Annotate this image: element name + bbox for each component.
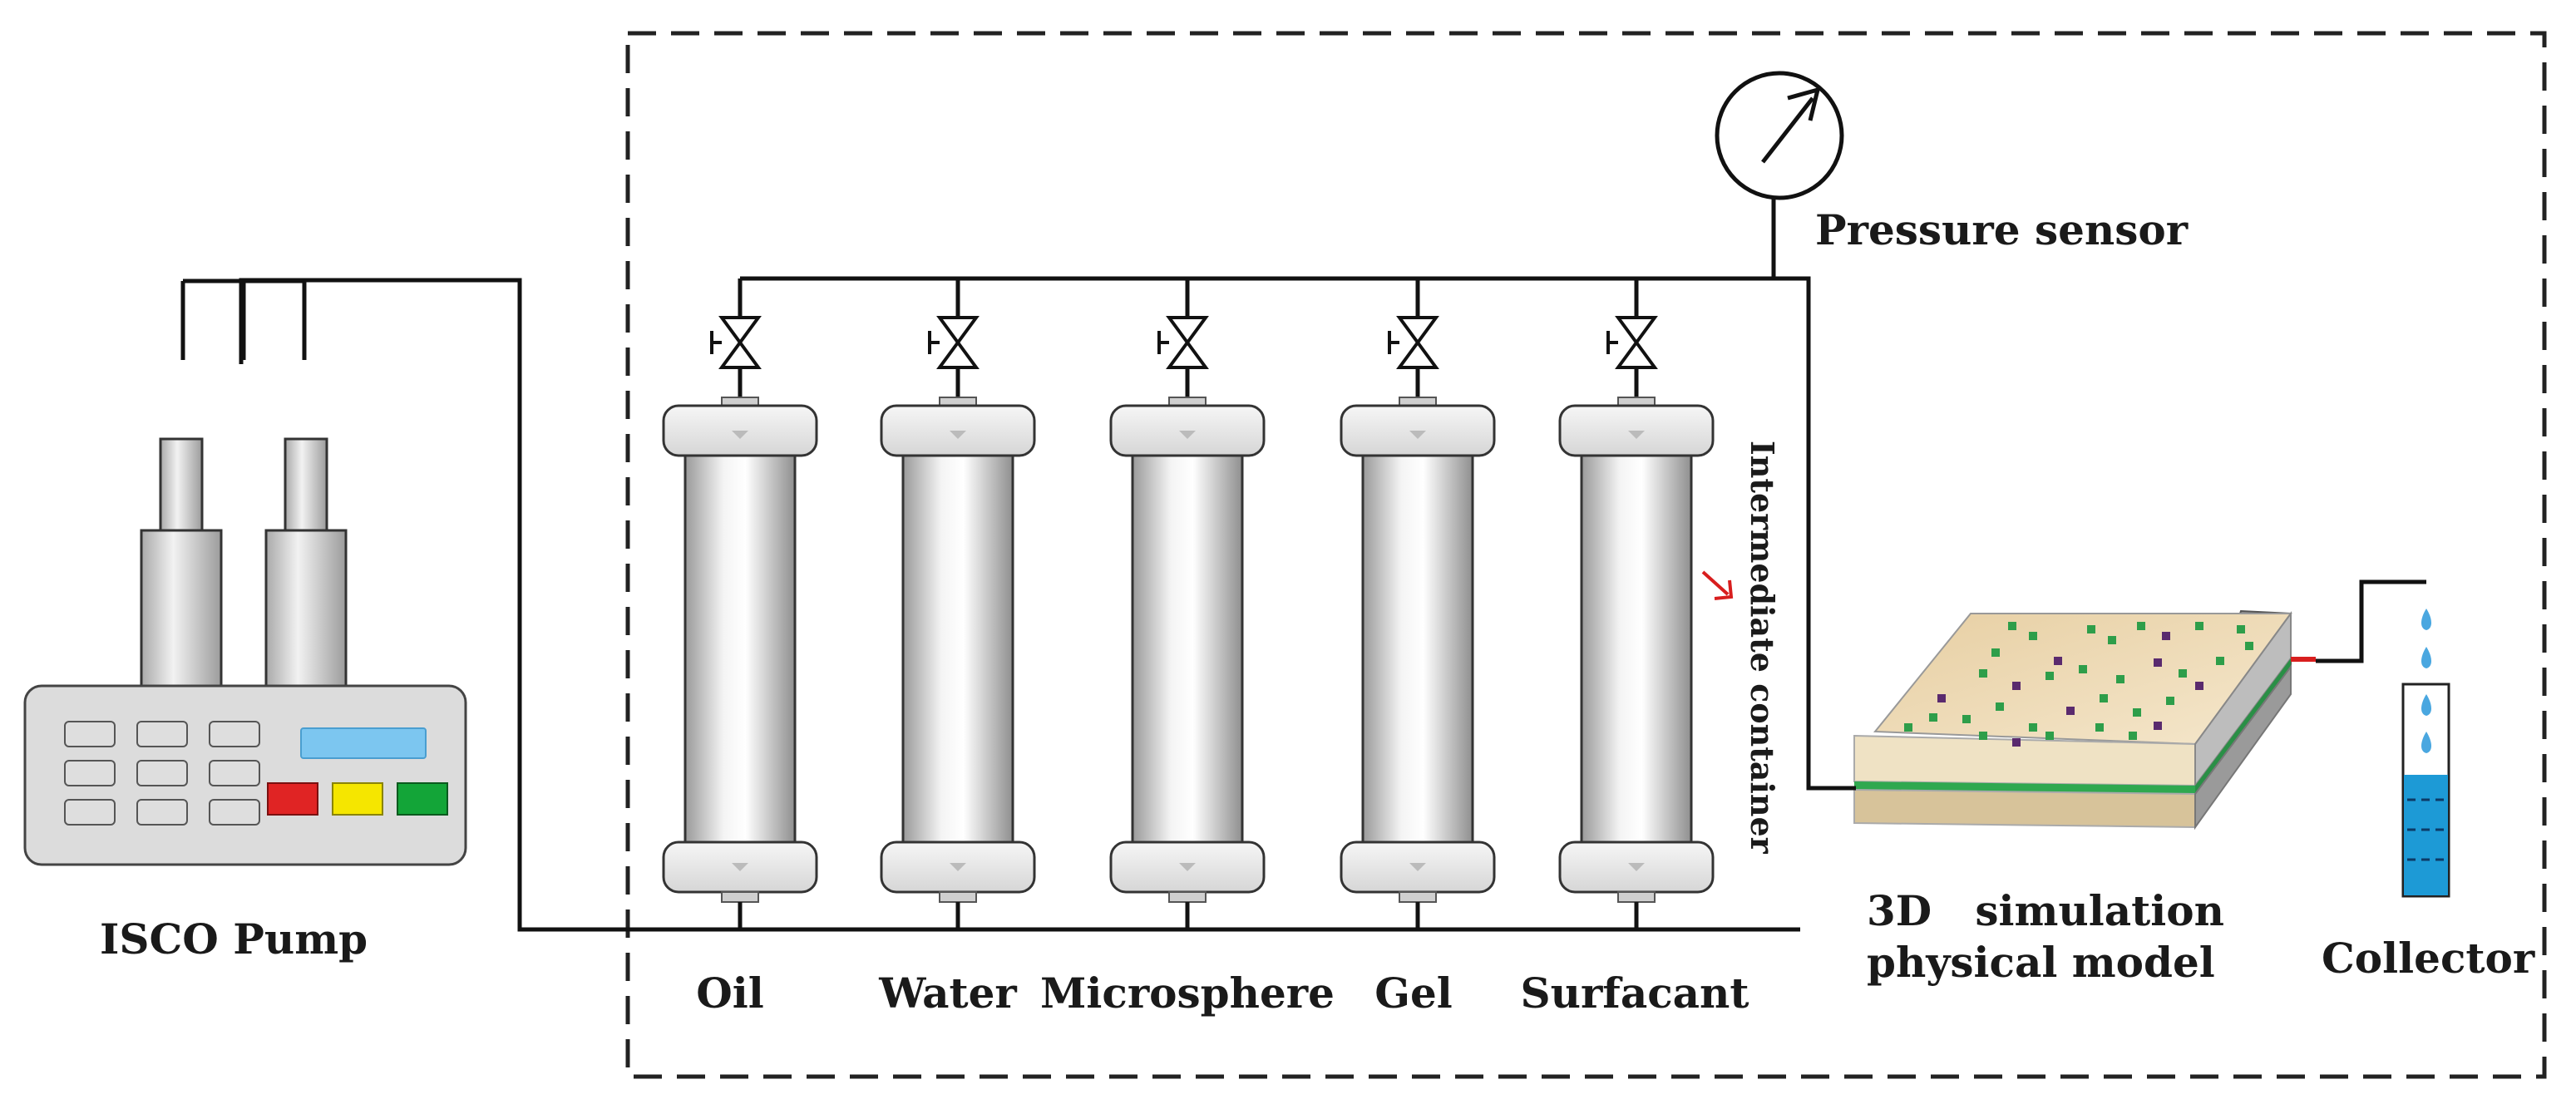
particle-dot <box>2079 665 2087 673</box>
model-label: 3D simulation physical model <box>1867 885 2224 988</box>
pump-keypad <box>64 721 260 826</box>
model-front-upper <box>1853 734 2196 787</box>
particle-dot <box>2012 682 2021 690</box>
particle-dot <box>2012 738 2021 747</box>
model-particles <box>1904 622 2253 747</box>
particle-dot <box>2108 636 2116 644</box>
pump-cylinder-right-body <box>264 529 348 690</box>
particle-dot <box>2054 657 2062 665</box>
pressure-gauge <box>1715 71 1844 200</box>
particle-dot <box>2029 632 2037 640</box>
particle-dot <box>2154 658 2162 667</box>
model-front-lower <box>1853 788 2196 829</box>
particle-dot <box>2066 707 2075 715</box>
particle-dot <box>2166 697 2174 705</box>
particle-dot <box>2046 732 2054 740</box>
particle-dot <box>2129 732 2137 740</box>
drop-4 <box>2421 732 2431 753</box>
pump-label: ISCO Pump <box>100 914 368 964</box>
model-label-line2: physical model <box>1867 938 2215 987</box>
collector <box>2401 609 2450 898</box>
container-label: Gel <box>1374 969 1453 1018</box>
pump-cylinder-left-body <box>140 529 223 690</box>
particle-dot <box>1979 732 1987 740</box>
particle-dot <box>2087 625 2095 633</box>
particle-dot <box>2216 657 2224 665</box>
intermediate-containers <box>662 278 1715 929</box>
pump-outlet-line-upper <box>239 278 1800 932</box>
collector-line <box>2316 579 2426 663</box>
particle-dot <box>2195 622 2203 630</box>
pointer-arrow <box>1701 570 1734 600</box>
container-label: Surfacant <box>1520 969 1749 1018</box>
particle-dot <box>1991 648 2000 657</box>
container-label: Oil <box>696 969 764 1018</box>
container-2 <box>880 278 1036 929</box>
physical-model <box>1809 609 2316 831</box>
pressure-sensor-label: Pressure sensor <box>1815 205 2189 254</box>
particle-dot <box>2245 642 2253 650</box>
model-side-lower <box>2194 664 2292 831</box>
system-boundary <box>625 31 2547 1079</box>
isco-pump <box>23 278 1800 932</box>
container-1 <box>662 278 818 929</box>
container-label: Microsphere <box>1040 969 1335 1018</box>
particle-dot <box>2100 694 2108 702</box>
intermediate-container-label: Intermediate container <box>1744 441 1781 854</box>
container-3 <box>1109 278 1266 929</box>
particle-dot <box>2237 625 2245 633</box>
drop-3 <box>2421 694 2431 716</box>
particle-dot <box>2154 722 2162 730</box>
pump-pipe <box>180 278 307 360</box>
particle-dot <box>2008 622 2016 630</box>
pump-cylinder-left-stem <box>159 437 204 532</box>
particle-dot <box>2029 723 2037 732</box>
pump-button-green <box>397 782 448 816</box>
collector-liquid <box>2404 775 2448 895</box>
pump-button-red <box>267 782 318 816</box>
particle-dot <box>2116 675 2124 683</box>
particle-dot <box>1904 723 1912 732</box>
container-label: Water <box>879 969 1017 1018</box>
container-4 <box>1340 278 1496 929</box>
model-label-line1: 3D simulation <box>1867 886 2224 935</box>
particle-dot <box>1962 715 1971 723</box>
container-5 <box>1558 278 1715 929</box>
particle-dot <box>1937 694 1946 702</box>
particle-dot <box>2137 622 2145 630</box>
pump-display <box>300 727 427 759</box>
particle-dot <box>1996 702 2004 711</box>
particle-dot <box>1929 713 1937 722</box>
particle-dot <box>2195 682 2203 690</box>
pump-cylinder-right-stem <box>284 437 328 532</box>
particle-dot <box>1979 669 1987 678</box>
model-green-band-side <box>2195 658 2291 794</box>
particle-dot <box>2095 723 2104 732</box>
collector-label: Collector <box>2322 934 2535 983</box>
particle-dot <box>2133 708 2141 717</box>
drop-2 <box>2421 647 2431 668</box>
drop-1 <box>2421 609 2431 630</box>
particle-dot <box>2179 669 2187 678</box>
pump-button-yellow <box>332 782 383 816</box>
particle-dot <box>2046 672 2054 680</box>
particle-dot <box>2162 632 2170 640</box>
